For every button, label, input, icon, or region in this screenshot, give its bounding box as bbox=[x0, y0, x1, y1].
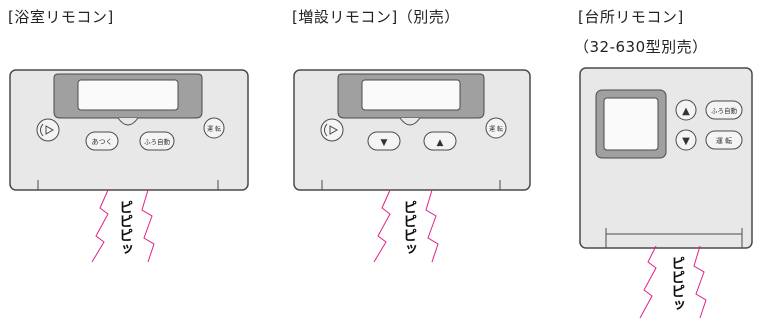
kitchen-remote-subtitle: （32-630型別売） bbox=[574, 38, 708, 56]
extra-run-button[interactable]: 運 転 bbox=[485, 117, 507, 139]
extra-sound-text: ピピピッ bbox=[401, 200, 417, 256]
bath-remote-display bbox=[77, 79, 179, 111]
extra-remote-lamp bbox=[399, 117, 421, 126]
extra-sound-wave-left bbox=[373, 189, 391, 263]
extra-down-button[interactable]: ▼ bbox=[367, 131, 401, 151]
bath-speaker-button[interactable] bbox=[36, 118, 60, 142]
bath-remote: あつく ふろ自動 運 転 ピピピッ bbox=[9, 69, 249, 263]
bath-sound-text: ピピピッ bbox=[117, 200, 133, 256]
bath-sound-wave-left bbox=[91, 189, 109, 263]
up-triangle-icon: ▲ bbox=[437, 138, 444, 148]
extra-run-label: 運 転 bbox=[489, 125, 503, 133]
bath-furo-auto-button[interactable]: ふろ自動 bbox=[139, 131, 175, 151]
kitchen-furo-auto-button[interactable]: ふろ自動 bbox=[705, 100, 743, 120]
bath-run-button[interactable]: 運 転 bbox=[203, 117, 225, 139]
bath-atsuku-button[interactable]: あつく bbox=[85, 131, 119, 151]
bath-run-label: 運 転 bbox=[207, 125, 221, 133]
speaker-icon bbox=[45, 125, 55, 135]
kitchen-furo-auto-label: ふろ自動 bbox=[711, 106, 738, 115]
up-triangle-icon: ▲ bbox=[682, 106, 690, 117]
extra-remote-title: [増設リモコン]（別売） bbox=[292, 8, 460, 26]
extra-remote-display bbox=[361, 79, 461, 111]
extra-remote: ▼ ▲ 運 転 ピピピッ bbox=[293, 69, 531, 263]
kitchen-remote-title: [台所リモコン] bbox=[578, 8, 684, 26]
kitchen-up-button[interactable]: ▲ bbox=[675, 99, 697, 121]
kitchen-down-button[interactable]: ▼ bbox=[675, 129, 697, 151]
bath-remote-title: [浴室リモコン] bbox=[8, 8, 114, 26]
down-triangle-icon: ▼ bbox=[682, 136, 690, 147]
kitchen-sound-wave-right bbox=[693, 245, 707, 319]
kitchen-remote: ▲ ▼ ふろ自動 運 転 ピピピッ bbox=[579, 67, 753, 319]
bath-remote-lamp bbox=[117, 117, 139, 126]
kitchen-sound-text: ピピピッ bbox=[669, 256, 685, 312]
bath-sound-wave-right bbox=[141, 189, 155, 263]
bath-furo-auto-label: ふろ自動 bbox=[144, 137, 171, 146]
extra-speaker-button[interactable] bbox=[320, 118, 344, 142]
kitchen-run-label: 運 転 bbox=[716, 136, 732, 145]
kitchen-run-button[interactable]: 運 転 bbox=[705, 130, 743, 150]
kitchen-sound-wave-left bbox=[639, 245, 657, 319]
speaker-icon bbox=[329, 125, 339, 135]
down-triangle-icon: ▼ bbox=[381, 138, 388, 148]
extra-up-button[interactable]: ▲ bbox=[423, 131, 457, 151]
kitchen-remote-display bbox=[603, 97, 659, 151]
extra-sound-wave-right bbox=[425, 189, 439, 263]
bath-atsuku-label: あつく bbox=[92, 138, 113, 146]
